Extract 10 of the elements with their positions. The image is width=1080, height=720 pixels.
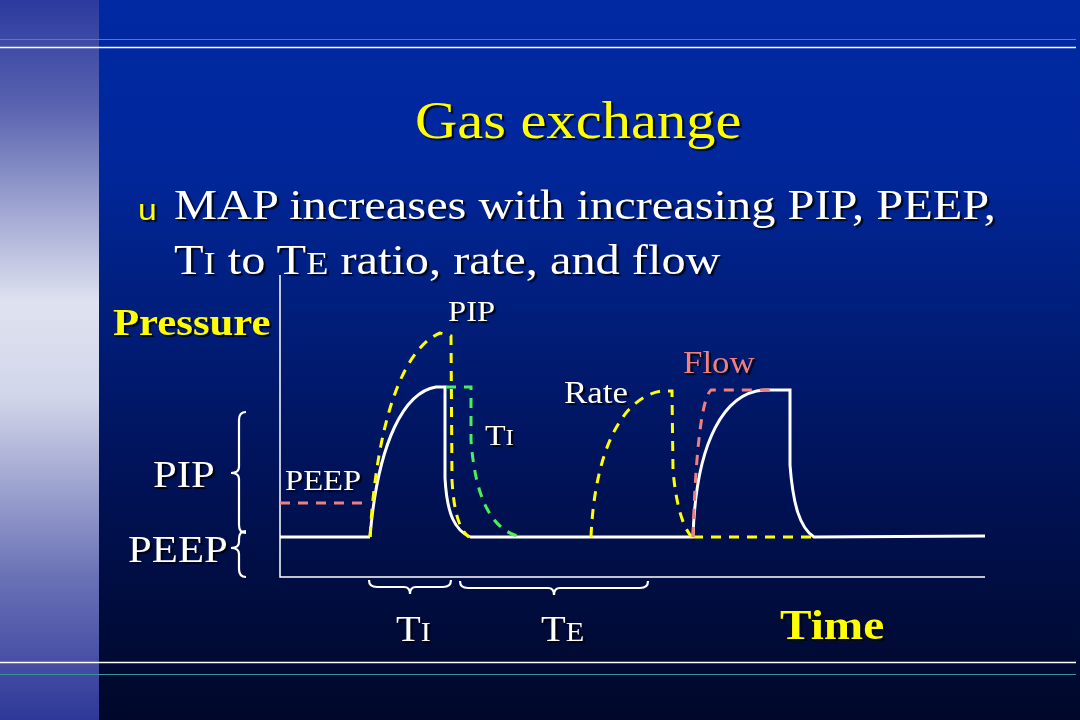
axis-label: Time	[780, 604, 885, 646]
slide-title: Gas exchange	[415, 95, 742, 147]
axis-label: Pressure	[113, 303, 271, 341]
brace-label: PEEP	[128, 530, 228, 568]
curve-label: Flow	[683, 347, 755, 378]
curve-label: Rate	[564, 377, 628, 408]
curve-label: PIP	[448, 297, 496, 326]
bullet-marker: u	[138, 195, 157, 225]
curve-label: PEEP	[285, 466, 362, 495]
brace-label: PIP	[153, 455, 215, 493]
